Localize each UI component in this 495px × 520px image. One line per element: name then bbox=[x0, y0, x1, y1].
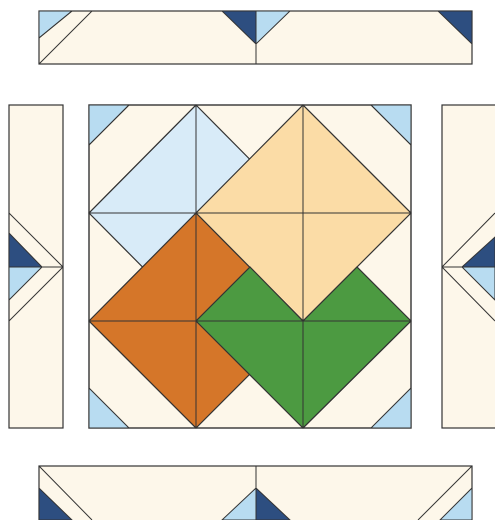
center-block bbox=[89, 105, 411, 428]
left-border-strip bbox=[9, 105, 63, 428]
bottom-border-strip bbox=[39, 466, 472, 520]
top-border-strip bbox=[39, 11, 472, 64]
right-border-strip bbox=[442, 105, 495, 428]
